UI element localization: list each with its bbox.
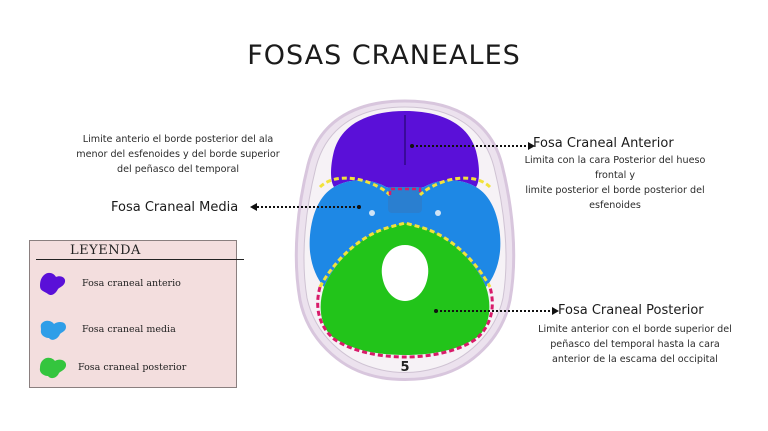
legend-label-media: Fosa craneal media: [82, 324, 176, 335]
green-blob-icon: [39, 357, 67, 379]
blue-blob-icon: [40, 320, 66, 340]
posterior-label: Fosa Craneal Posterior: [558, 303, 704, 318]
purple-blob-icon: [40, 272, 66, 296]
anterior-arrow: [410, 142, 535, 150]
legend-title: LEYENDA: [70, 243, 141, 258]
posterior-description: Limite anterior con el borde superior de…: [538, 324, 732, 365]
legend-label-anterior: Fosa craneal anterio: [82, 278, 181, 289]
media-description: Limite anterio el borde posterior del al…: [76, 134, 280, 175]
media-label: Fosa Craneal Media: [111, 200, 239, 215]
legend-item-posterior: Fosa craneal posterior: [38, 355, 228, 381]
anterior-description: Limita con la cara Posterior del hueso f…: [524, 155, 706, 211]
legend-label-posterior: Fosa craneal posterior: [78, 362, 187, 373]
foramen-magnum: [381, 245, 429, 301]
figure-number: 5: [400, 360, 409, 375]
legend-item-anterior: Fosa craneal anterio: [38, 271, 228, 297]
skull-base-illustration: 5: [294, 99, 516, 381]
anterior-label: Fosa Craneal Anterior: [533, 136, 674, 151]
legend-item-media: Fosa craneal media: [38, 317, 228, 343]
page-title: FOSAS CRANEALES: [247, 40, 521, 71]
legend-box: LEYENDA Fosa craneal anterio Fosa cranea…: [29, 240, 244, 388]
posterior-arrow: [434, 307, 559, 315]
legend-divider: [36, 259, 244, 260]
media-arrow: [250, 203, 361, 211]
